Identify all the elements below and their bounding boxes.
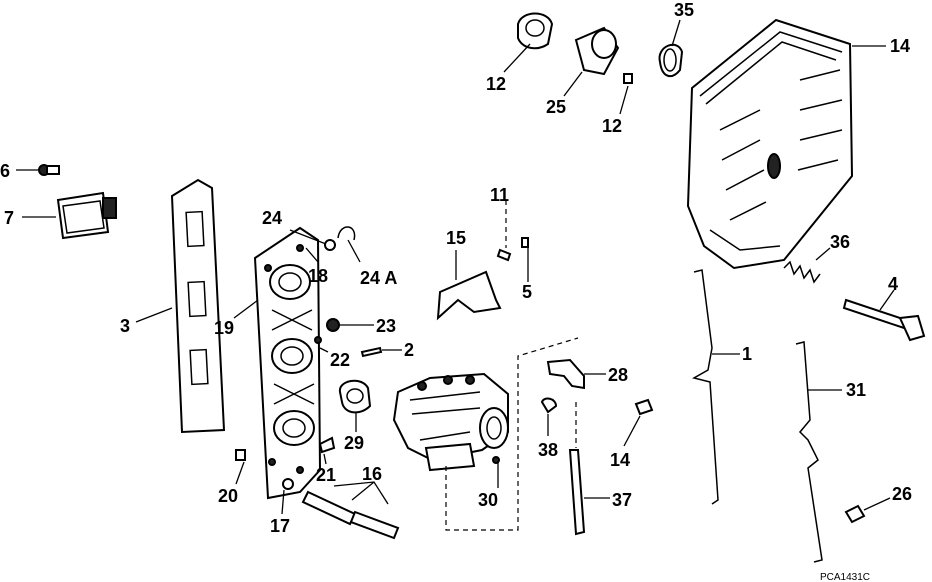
callout-30: 29	[344, 433, 364, 453]
part-6-screw	[38, 164, 60, 176]
part-7-box	[56, 191, 117, 240]
part-17-hoses	[301, 490, 400, 540]
part-5-screw	[521, 237, 529, 248]
callout-18: 15	[446, 228, 466, 248]
callout-22: 20	[218, 486, 238, 506]
part-3-gasket	[170, 178, 226, 434]
part-37-rod	[568, 402, 586, 536]
part-15-gasket	[517, 12, 554, 50]
callout-17: 16	[362, 464, 382, 484]
part-20-fitting	[282, 478, 294, 490]
part-35-ring	[658, 43, 684, 78]
part-11-screw	[496, 200, 512, 262]
part-25-plug	[324, 239, 336, 251]
leader-lines	[16, 19, 895, 515]
callout-2: 2	[404, 340, 414, 360]
callout-1: 1	[742, 344, 752, 364]
part-27-screw	[844, 504, 866, 524]
part-34-rod	[795, 341, 823, 563]
callout-20: 17	[270, 516, 290, 536]
part-26-clip	[337, 226, 356, 241]
part-30-gasket	[338, 379, 372, 414]
part-16-clip	[634, 398, 654, 416]
part-38-clip	[540, 397, 558, 414]
part-14-silencer	[686, 18, 854, 270]
part-23-fitting	[318, 436, 336, 454]
carburetor-leader	[445, 337, 579, 531]
callout-4-label: 4	[888, 274, 898, 294]
callout-26: 24 A	[360, 268, 397, 288]
callout-34: 31	[846, 380, 866, 400]
callout-29: 28	[608, 365, 628, 385]
part-24-fitting	[314, 336, 322, 344]
callout-37: 37	[612, 490, 632, 510]
part-24a-nut	[326, 318, 340, 332]
part-12-screw	[623, 73, 633, 84]
callout-36: 36	[830, 232, 850, 252]
part-4-rod-end	[842, 298, 926, 342]
callout-11: 11	[490, 185, 509, 205]
callout-labels: 6 7 3 19 24 18 24 A 23 22 2 29 20 21 16 …	[0, 0, 912, 582]
callout-25: 24	[262, 208, 282, 228]
callout-16: 14	[610, 450, 630, 470]
callout-35: 35	[674, 0, 694, 20]
part-carburetor	[392, 372, 509, 472]
callout-31: 30	[478, 490, 498, 510]
callout-14: 14	[890, 36, 910, 56]
callout-38: 38	[538, 440, 558, 460]
part-drawings	[38, 12, 926, 563]
part-36-spring	[783, 260, 821, 284]
callout-7: 7	[4, 208, 14, 228]
callout-24: 22	[330, 350, 350, 370]
callout-23: 21	[316, 465, 336, 485]
callout-3: 3	[120, 316, 130, 336]
callout-28: 25	[546, 97, 566, 117]
callout-27: 26	[892, 484, 912, 504]
callout-19: 19	[214, 318, 234, 338]
callout-24a: 23	[376, 316, 396, 336]
callout-6: 6	[0, 161, 10, 181]
figure-code: PCA1431C	[820, 572, 870, 582]
callout-12-label: 12	[602, 116, 622, 136]
part-22-fitting	[235, 449, 246, 461]
callout-21: 18	[308, 266, 328, 286]
part-29-bracket	[546, 358, 585, 390]
part-18-bracket	[436, 270, 502, 321]
part-1-rod	[692, 269, 719, 505]
part-28-adapter	[574, 26, 620, 76]
callout-5: 5	[522, 282, 532, 302]
part-19-manifold	[253, 226, 322, 500]
callout-15: 12	[486, 74, 506, 94]
part-2-screw	[360, 346, 383, 358]
